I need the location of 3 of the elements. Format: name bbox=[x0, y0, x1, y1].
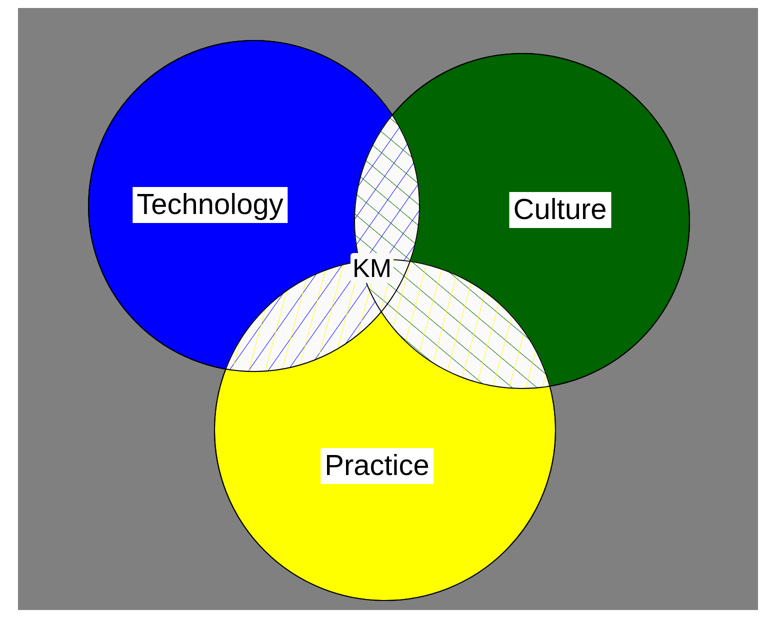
circle-label: Technology bbox=[132, 187, 288, 223]
circle-label: Culture bbox=[509, 192, 611, 228]
circle-label: Practice bbox=[320, 448, 434, 484]
